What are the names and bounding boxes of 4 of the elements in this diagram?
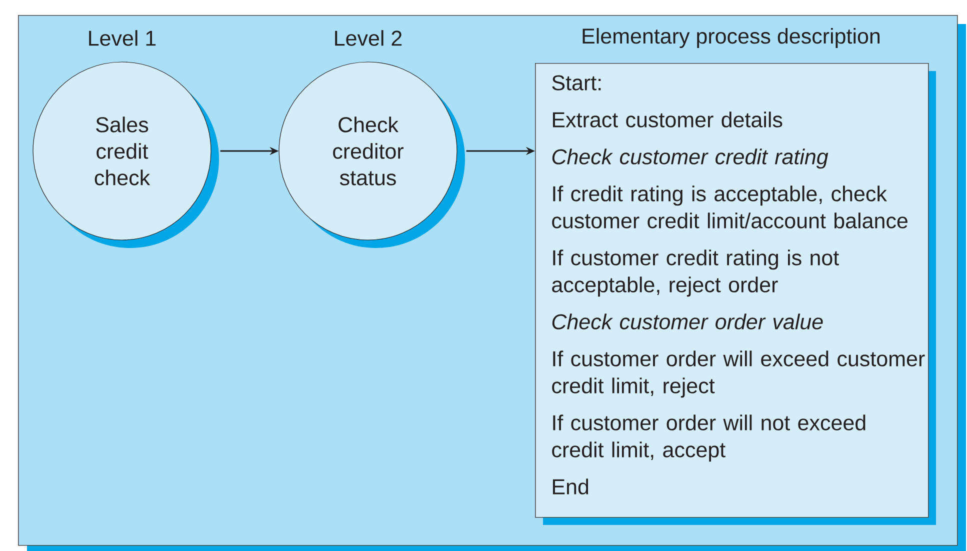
box-heading: Elementary process description [582, 28, 880, 48]
level-heading: Level 2 [335, 30, 402, 46]
description-box: Start: Extract customer details Check customer credit rating If credit rating is acceptable, check customer credit limit/account balance If customer credit rating is not acceptable, reject order Check customer order value If customer order will exceed customer credit limit, reject If customer order will not exceed credit limit, accept End [535, 63, 936, 525]
level-heading: Level 1 [89, 30, 156, 46]
